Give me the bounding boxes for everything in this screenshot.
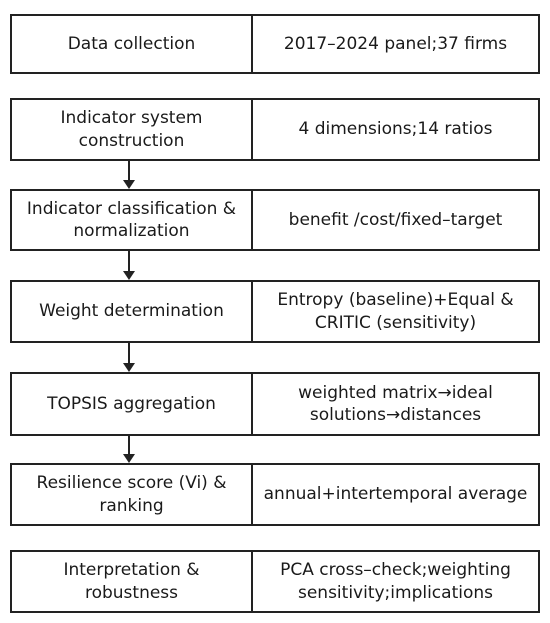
flow-arrow [123, 343, 135, 372]
step-detail-label: PCA cross–check;weighting sensitivity;im… [280, 560, 511, 603]
flow-step-topsis: TOPSIS aggregation weighted matrix→ideal… [10, 372, 540, 436]
step-detail-label: benefit /cost/fixed–target [288, 209, 503, 230]
step-stage-label: Indicator system construction [12, 100, 253, 159]
step-stage-label: TOPSIS aggregation [12, 374, 253, 434]
step-detail-label: 4 dimensions;14 ratios [298, 119, 493, 140]
step-detail-label: 2017–2024 panel;37 firms [283, 33, 508, 54]
step-stage-label: Resilience score (Vi) & ranking [12, 465, 253, 524]
flow-arrow [123, 161, 135, 189]
step-detail-label: weighted matrix→ideal solutions→distance… [298, 382, 493, 425]
flow-arrow [123, 251, 135, 280]
step-stage-label: Interpretation & robustness [12, 552, 253, 611]
flow-step-weight-determination: Weight determination Entropy (baseline)+… [10, 280, 540, 343]
step-detail-label: Entropy (baseline)+Equal & CRITIC (sensi… [277, 290, 514, 333]
flow-step-data-collection: Data collection 2017–2024 panel;37 firms [10, 14, 540, 74]
flow-step-classification: Indicator classification & normalization… [10, 189, 540, 251]
flow-step-resilience-score: Resilience score (Vi) & ranking annual+i… [10, 463, 540, 526]
step-stage-label: Data collection [12, 16, 253, 72]
step-detail-label: annual+intertemporal average [263, 484, 528, 505]
flow-arrow [123, 436, 135, 463]
flow-step-interpretation: Interpretation & robustness PCA cross–ch… [10, 550, 540, 613]
step-stage-label: Weight determination [12, 282, 253, 341]
step-stage-label: Indicator classification & normalization [12, 191, 253, 249]
flow-step-indicator-system: Indicator system construction 4 dimensio… [10, 98, 540, 161]
